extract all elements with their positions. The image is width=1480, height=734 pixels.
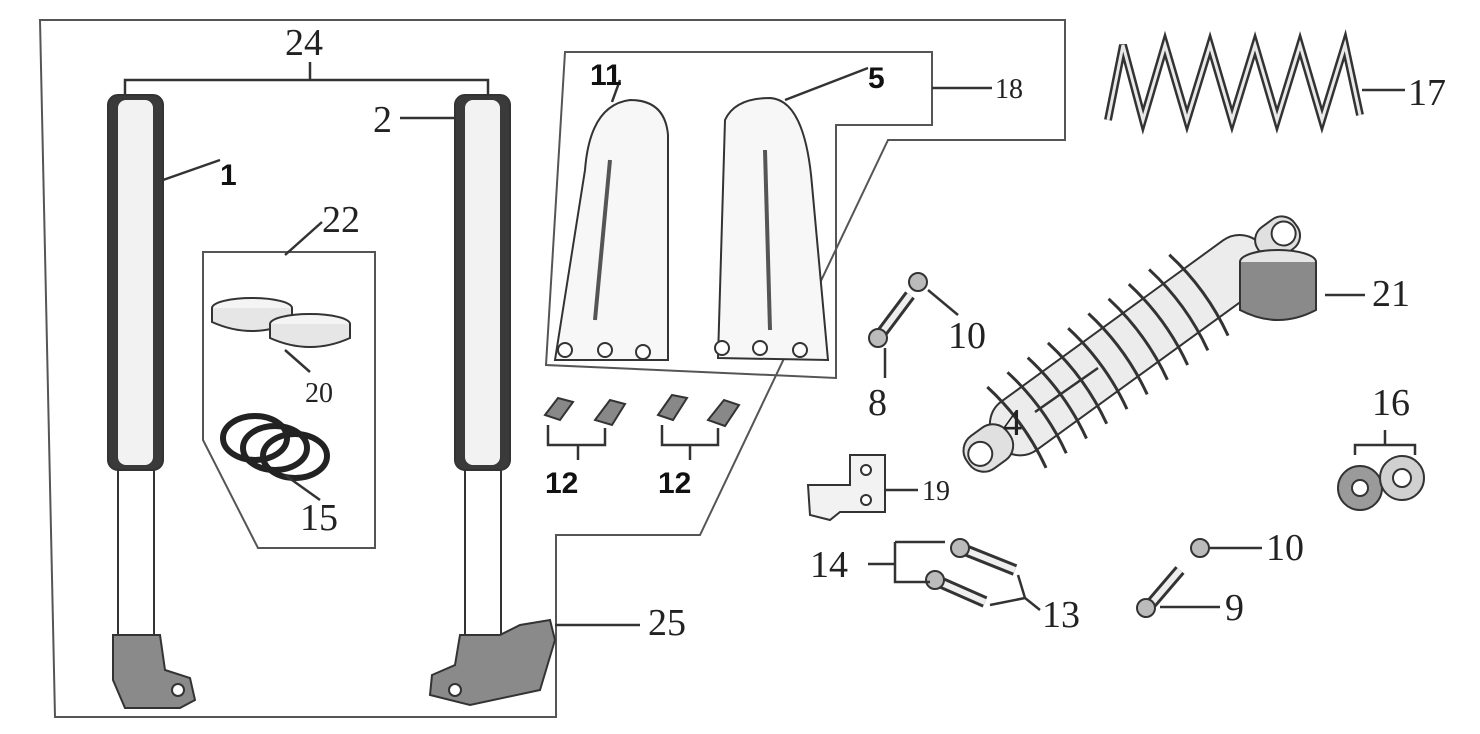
callout-20: 20 xyxy=(305,378,333,409)
leader-11 xyxy=(610,79,622,103)
leader-10a xyxy=(927,289,959,316)
callout-5: 5 xyxy=(868,62,885,95)
leader-24 xyxy=(123,62,490,95)
fork-guard-left xyxy=(553,98,669,361)
fork-assembly-boundary xyxy=(38,19,1066,718)
nut-10-lower xyxy=(1190,538,1210,558)
callout-10-lower: 10 xyxy=(1266,527,1304,569)
bolt-9 xyxy=(1136,566,1185,618)
coil-spring-highlight xyxy=(1106,39,1362,126)
leader-1 xyxy=(162,158,221,182)
callout-4: 4 xyxy=(1003,402,1022,444)
clip-bracket-left xyxy=(546,425,607,460)
fork-guard-right xyxy=(714,96,830,362)
callout-21: 21 xyxy=(1372,273,1410,315)
leader-5 xyxy=(784,66,869,102)
callout-8: 8 xyxy=(868,382,887,424)
leader-4 xyxy=(1034,366,1099,414)
callout-24: 24 xyxy=(285,22,323,64)
callout-15: 15 xyxy=(300,497,338,539)
mount-bracket xyxy=(806,454,886,522)
clip-bracket-right xyxy=(660,425,720,460)
callout-16: 16 xyxy=(1372,382,1410,424)
leader-13 xyxy=(989,574,1041,611)
leader-14 xyxy=(868,540,945,584)
leader-20 xyxy=(284,349,311,373)
callout-10-upper: 10 xyxy=(948,315,986,357)
fork-guard-group-boundary xyxy=(544,51,933,380)
callout-1: 1 xyxy=(220,159,237,192)
callout-9: 9 xyxy=(1225,587,1244,629)
oil-seals xyxy=(220,413,330,481)
callout-2: 2 xyxy=(373,99,392,141)
leader-15 xyxy=(284,473,321,502)
callout-11: 11 xyxy=(590,59,622,92)
nut-10-upper xyxy=(908,272,928,292)
bushing-bracket xyxy=(1353,430,1417,455)
callout-19: 19 xyxy=(922,476,950,507)
callout-12-left: 12 xyxy=(545,467,578,500)
callout-13: 13 xyxy=(1042,594,1080,636)
guard-clips xyxy=(543,393,741,428)
callout-22: 22 xyxy=(322,199,360,241)
right-fork-leg xyxy=(428,94,557,707)
seal-kit-group-boundary xyxy=(202,251,376,549)
shock-cap xyxy=(1239,249,1317,321)
rear-shock-absorber xyxy=(962,215,1302,473)
callout-14: 14 xyxy=(810,544,848,586)
callout-18: 18 xyxy=(995,74,1023,105)
bolts-13 xyxy=(925,538,1018,608)
callout-12-right: 12 xyxy=(658,467,691,500)
bolt-8 xyxy=(868,291,915,348)
callout-25: 25 xyxy=(648,602,686,644)
left-fork-leg xyxy=(107,94,197,709)
callout-17: 17 xyxy=(1408,72,1446,114)
shock-bushings xyxy=(1337,455,1425,511)
bushings xyxy=(211,297,351,348)
leader-22 xyxy=(284,221,323,256)
